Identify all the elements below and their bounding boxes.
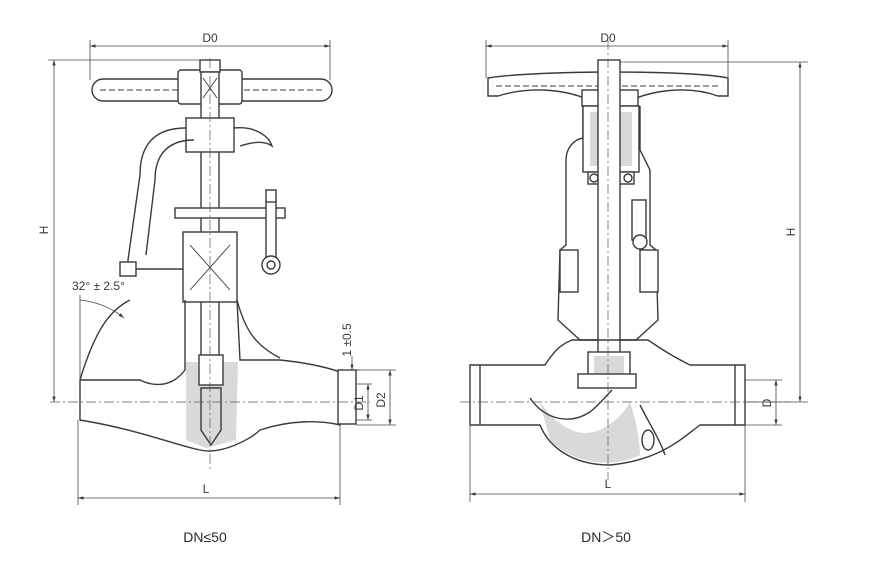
left-d2-label: D2 <box>374 392 388 408</box>
left-angle-label: 32° ± 2.5° <box>72 279 125 293</box>
left-yoke-arm <box>127 127 187 275</box>
left-dim-d1: D1 <box>352 383 372 421</box>
right-d0-label: D0 <box>600 31 616 45</box>
right-dim-d0: D0 <box>485 31 729 78</box>
right-dim-h: H <box>620 61 808 403</box>
left-tolerance-label: 1 ±0.5 <box>340 323 354 357</box>
right-h-label: H <box>784 228 798 237</box>
left-dim-d2: D2 <box>356 369 396 426</box>
right-body <box>469 339 746 466</box>
left-d1-label: D1 <box>352 395 366 411</box>
right-d-label: D <box>760 398 774 407</box>
left-dim-l: L <box>77 420 341 505</box>
left-body <box>79 299 357 452</box>
right-caption: DN＞50 <box>581 529 631 545</box>
left-l-label: L <box>203 482 210 496</box>
right-dim-d: D <box>745 379 782 426</box>
left-dim-d0: D0 <box>89 31 331 80</box>
left-dim-tolerance: 1 ±0.5 <box>340 323 360 371</box>
left-bolt <box>119 261 183 277</box>
left-h-label: H <box>37 226 51 235</box>
right-stem <box>587 59 631 381</box>
left-lever <box>261 189 281 275</box>
right-valve-view: D0 H D L DN＞50 <box>460 31 808 545</box>
right-l-label: L <box>605 477 612 491</box>
left-valve-view: D0 H L D1 D2 1 ±0.5 <box>37 31 396 545</box>
left-dim-h: H <box>37 59 205 402</box>
left-d0-label: D0 <box>202 31 218 45</box>
left-gland-flange <box>174 207 286 219</box>
left-dim-angle: 32° ± 2.5° <box>72 279 125 380</box>
right-dim-l: L <box>469 425 746 502</box>
left-caption: DN≤50 <box>183 529 227 545</box>
